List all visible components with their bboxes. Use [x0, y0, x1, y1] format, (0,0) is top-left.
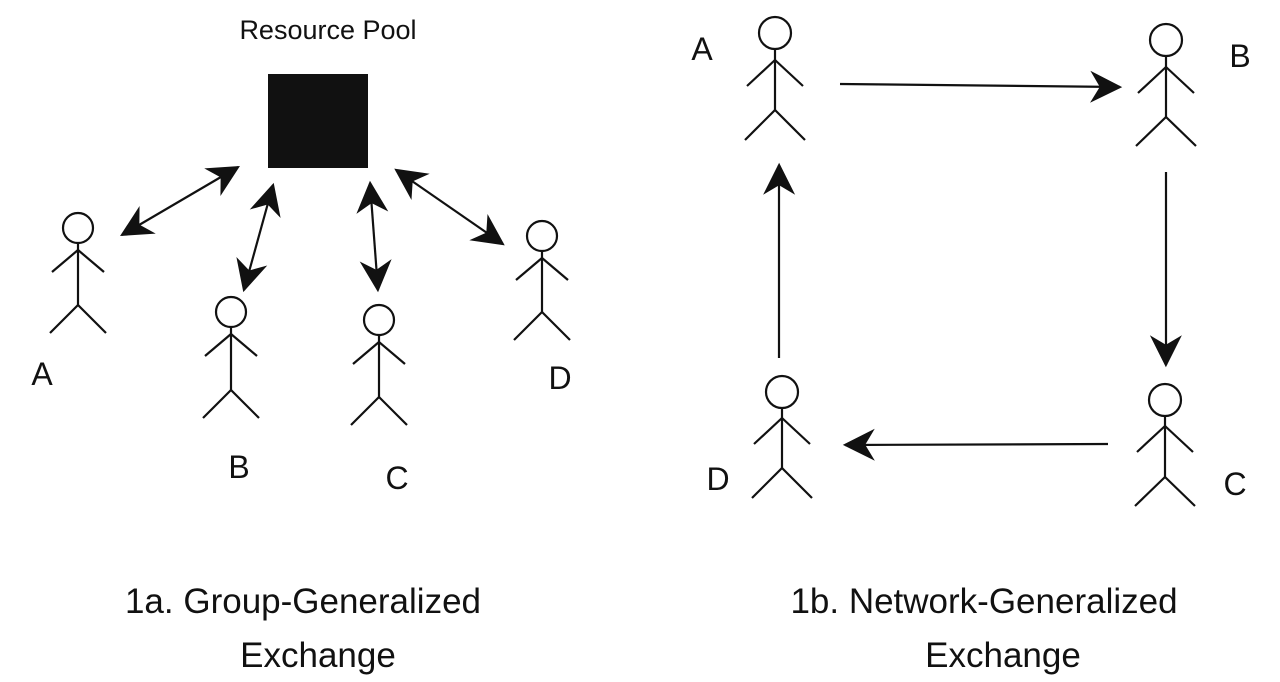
arrow-c-to-d — [842, 428, 1109, 461]
person-a-figure-network — [744, 15, 806, 141]
person-c-figure-network — [1134, 382, 1196, 507]
person-a-label: A — [31, 356, 53, 392]
panel-group-generalized: Resource Pool — [31, 15, 571, 675]
person-a-figure — [49, 211, 107, 334]
person-c-label-network: C — [1223, 466, 1246, 502]
pool-link-b — [236, 182, 281, 293]
caption-1a-line1: 1a. Group-Generalized — [125, 582, 481, 621]
caption-1a-line2: Exchange — [240, 636, 396, 675]
person-c-figure — [350, 303, 408, 426]
person-b-label: B — [228, 449, 249, 485]
pool-link-d — [394, 168, 505, 246]
person-b-figure — [202, 295, 260, 419]
person-b-label-network: B — [1229, 38, 1250, 74]
resource-pool-box — [268, 74, 368, 168]
person-a-label-network: A — [691, 31, 713, 67]
person-d-label-network: D — [706, 461, 729, 497]
person-d-figure-network — [751, 374, 813, 499]
person-d-label: D — [548, 360, 571, 396]
person-d-figure — [513, 219, 571, 341]
resource-pool-label: Resource Pool — [239, 15, 416, 45]
panel-network-generalized: A B C D 1b. Network-Generalized Exchange — [691, 15, 1251, 675]
caption-1b-line2: Exchange — [925, 636, 1081, 675]
person-b-figure-network — [1135, 22, 1197, 147]
person-c-label: C — [385, 460, 408, 496]
pool-link-c — [356, 180, 392, 293]
caption-1b-line1: 1b. Network-Generalized — [790, 582, 1177, 621]
arrow-a-to-b — [839, 70, 1123, 103]
pool-link-a — [120, 165, 240, 237]
